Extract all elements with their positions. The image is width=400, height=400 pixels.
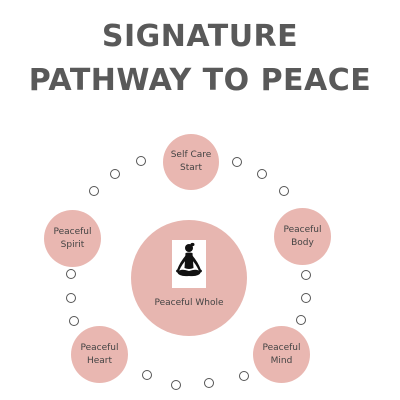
title-line-2: PATHWAY TO PEACE <box>28 63 372 98</box>
path-dot <box>66 269 76 279</box>
path-dot <box>239 371 249 381</box>
node-peaceful-heart: Peaceful Heart <box>71 326 128 383</box>
meditation-figure-icon <box>172 240 206 288</box>
path-dot <box>171 380 181 390</box>
path-dot <box>301 270 311 280</box>
node-self-care-start: Self Care Start <box>163 134 219 190</box>
node-peaceful-mind-label: Peaceful Mind <box>262 342 301 366</box>
path-dot <box>89 186 99 196</box>
path-dot <box>136 156 146 166</box>
path-dot <box>279 186 289 196</box>
node-peaceful-spirit-label: Peaceful Spirit <box>53 226 92 250</box>
path-dot <box>204 378 214 388</box>
path-dot <box>110 169 120 179</box>
node-peaceful-whole-label: Peaceful Whole <box>154 298 224 308</box>
path-dot <box>257 169 267 179</box>
node-peaceful-heart-label: Peaceful Heart <box>80 342 119 366</box>
path-dot <box>232 157 242 167</box>
node-self-care-start-label: Self Care Start <box>170 150 212 173</box>
title-line-1: SIGNATURE <box>101 19 299 54</box>
path-dot <box>142 370 152 380</box>
node-peaceful-whole: Peaceful Whole <box>131 220 247 336</box>
node-peaceful-mind: Peaceful Mind <box>253 326 310 383</box>
node-peaceful-body: Peaceful Body <box>274 208 331 265</box>
path-dot <box>66 293 76 303</box>
node-peaceful-spirit: Peaceful Spirit <box>44 210 101 267</box>
path-dot <box>301 293 311 303</box>
node-peaceful-body-label: Peaceful Body <box>283 224 322 248</box>
path-dot <box>69 316 79 326</box>
path-dot <box>296 315 306 325</box>
